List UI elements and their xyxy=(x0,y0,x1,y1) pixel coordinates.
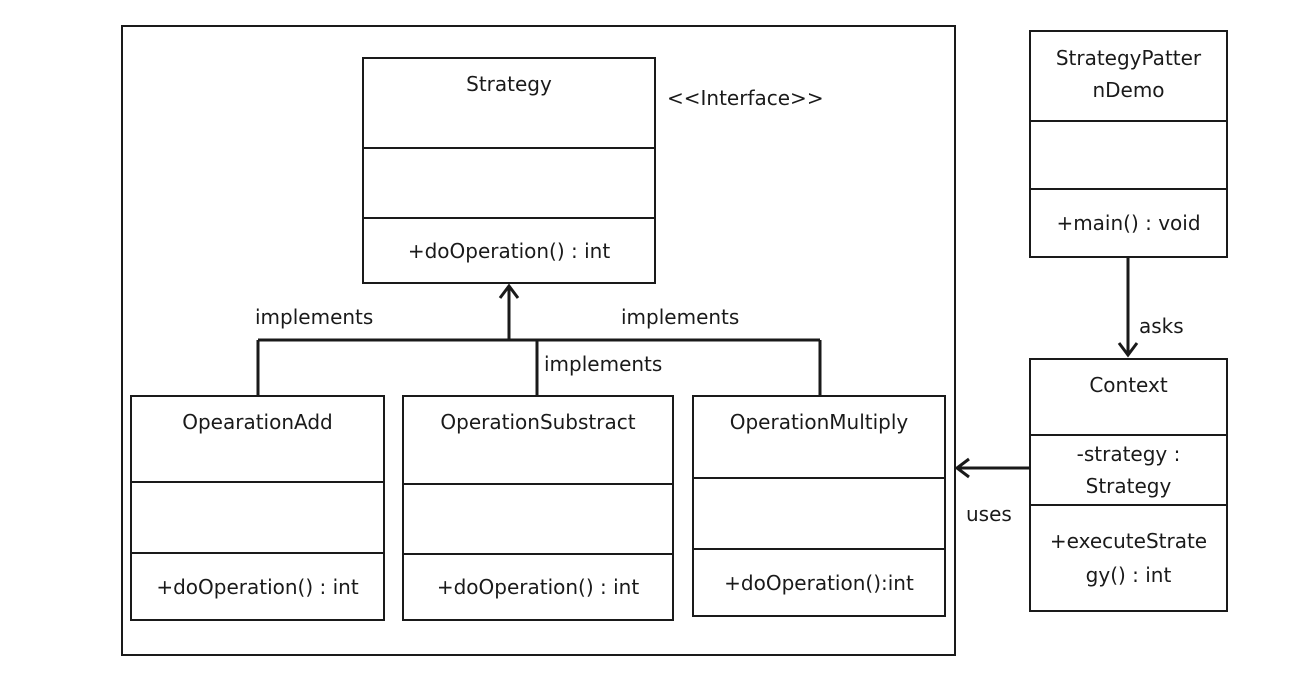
class-context-methods: +executeStrate gy() : int xyxy=(1031,504,1226,610)
class-operation-substract-methods: +doOperation() : int xyxy=(404,553,672,619)
implements-label-left: implements xyxy=(255,305,374,329)
asks-label: asks xyxy=(1139,314,1184,338)
implements-arrowhead xyxy=(498,283,520,299)
method: +main() : void xyxy=(1056,211,1201,235)
package-frame xyxy=(121,25,956,656)
class-name-line-2: nDemo xyxy=(1092,78,1165,102)
method: +doOperation() : int xyxy=(156,574,359,599)
attribute-line-1: -strategy : xyxy=(1076,442,1181,466)
class-operation-multiply-attributes xyxy=(694,477,944,548)
class-name: OpearationAdd xyxy=(182,410,333,434)
class-operation-multiply: OperationMultiply +doOperation():int xyxy=(692,395,946,617)
class-name: Strategy xyxy=(466,72,552,96)
class-operation-add: OpearationAdd +doOperation() : int xyxy=(130,395,385,621)
method-line-2: gy() : int xyxy=(1085,563,1172,587)
class-name: OperationSubstract xyxy=(440,410,636,434)
class-strategy-pattern-demo-name: StrategyPatter nDemo xyxy=(1031,32,1226,120)
class-name: OperationMultiply xyxy=(729,410,909,434)
uses-label: uses xyxy=(966,502,1012,526)
class-strategy-pattern-demo-methods: +main() : void xyxy=(1031,188,1226,256)
class-strategy-name: Strategy xyxy=(364,59,654,147)
class-context-attributes: -strategy : Strategy xyxy=(1031,434,1226,504)
uses-arrowhead xyxy=(954,457,970,479)
class-strategy-methods: +doOperation() : int xyxy=(364,217,654,282)
class-strategy: Strategy +doOperation() : int xyxy=(362,57,656,284)
method: +doOperation():int xyxy=(724,570,914,595)
attribute-line-2: Strategy xyxy=(1085,474,1172,498)
interface-stereotype: <<Interface>> xyxy=(667,86,824,110)
class-operation-substract-attributes xyxy=(404,483,672,553)
method: +doOperation() : int xyxy=(436,575,640,599)
class-operation-add-name: OpearationAdd xyxy=(132,397,383,481)
class-strategy-pattern-demo-attributes xyxy=(1031,120,1226,188)
class-operation-multiply-name: OperationMultiply xyxy=(694,397,944,477)
class-strategy-attributes xyxy=(364,147,654,217)
class-name: Context xyxy=(1089,373,1168,397)
class-operation-add-attributes xyxy=(132,481,383,552)
class-strategy-pattern-demo: StrategyPatter nDemo +main() : void xyxy=(1029,30,1228,258)
class-operation-multiply-methods: +doOperation():int xyxy=(694,548,944,615)
class-context-name: Context xyxy=(1031,360,1226,434)
implements-label-right: implements xyxy=(621,305,740,329)
implements-label-center: implements xyxy=(544,352,663,376)
method-line-1: +executeStrate xyxy=(1049,529,1208,553)
class-operation-add-methods: +doOperation() : int xyxy=(132,552,383,619)
class-context: Context -strategy : Strategy +executeStr… xyxy=(1029,358,1228,612)
class-operation-substract: OperationSubstract +doOperation() : int xyxy=(402,395,674,621)
class-operation-substract-name: OperationSubstract xyxy=(404,397,672,483)
class-name-line-1: StrategyPatter xyxy=(1055,46,1202,70)
method: +doOperation() : int xyxy=(407,238,611,263)
asks-arrowhead xyxy=(1117,342,1139,358)
